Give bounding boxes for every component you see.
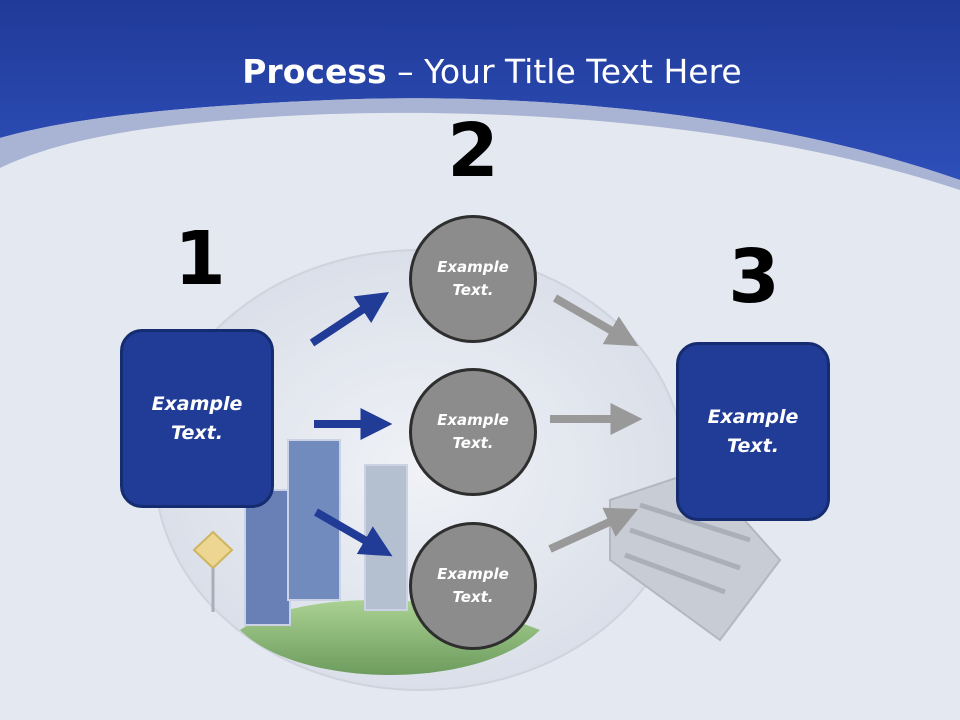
arrow-bottom-to-3 bbox=[548, 507, 639, 553]
step-2-circle-middle-text: Example Text. bbox=[437, 411, 509, 452]
step-2-circle-middle: Example Text. bbox=[409, 368, 537, 496]
step-2-circle-top-text: Example Text. bbox=[437, 258, 509, 299]
arrow-1-to-bottom bbox=[313, 508, 393, 557]
step-3-box: Example Text. bbox=[676, 342, 830, 521]
step-number-3: 3 bbox=[728, 234, 780, 320]
slide-title: Process – Your Title Text Here bbox=[0, 52, 960, 91]
step-2-circle-bottom: Example Text. bbox=[409, 522, 537, 650]
step-number-2: 2 bbox=[447, 108, 499, 194]
step-2-circle-bottom-text: Example Text. bbox=[437, 565, 509, 606]
title-rest: – Your Title Text Here bbox=[386, 52, 742, 91]
lightbulb-illustration bbox=[154, 249, 782, 691]
arrow-top-to-3 bbox=[552, 294, 639, 347]
title-bold: Process bbox=[242, 52, 387, 91]
step-1-box: Example Text. bbox=[120, 329, 274, 508]
arrow-1-to-top bbox=[309, 292, 390, 347]
step-2-circle-top: Example Text. bbox=[409, 215, 537, 343]
step-number-1: 1 bbox=[174, 216, 226, 302]
step-3-text: Example Text. bbox=[707, 405, 799, 457]
step-1-text: Example Text. bbox=[151, 392, 243, 444]
